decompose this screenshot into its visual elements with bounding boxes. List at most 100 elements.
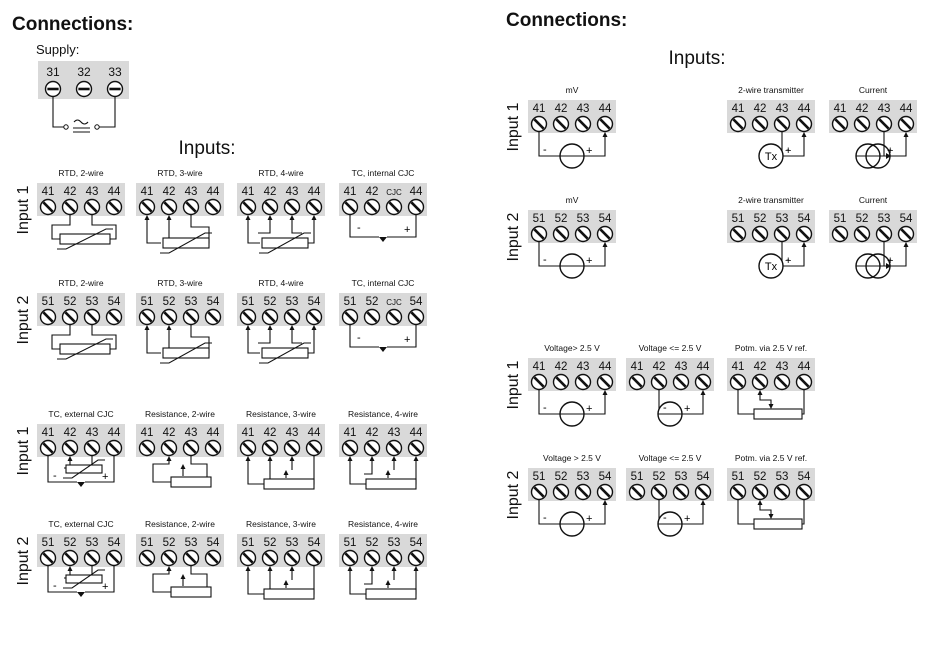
terminal-label: 43 [388, 427, 401, 439]
arrow-icon [903, 132, 909, 137]
block-title: Current [859, 85, 888, 95]
minus-sign: - [663, 512, 667, 524]
resistor-icon [170, 586, 212, 598]
terminal-label: 51 [344, 296, 357, 308]
terminal-label: 54 [697, 471, 710, 483]
rtd-diagonal [259, 342, 311, 364]
screw-terminal-icon [530, 373, 548, 391]
resistor-icon [170, 476, 212, 488]
screw-terminal-icon [239, 439, 257, 457]
terminal-label: 52 [64, 296, 77, 308]
arrow-icon [391, 566, 397, 571]
screw-terminal-icon [160, 439, 178, 457]
screw-terminal-icon [305, 198, 323, 216]
terminal-label: 52 [163, 537, 176, 549]
terminal-label: 53 [185, 296, 198, 308]
arrow-icon [757, 390, 763, 395]
screw-terminal-icon [83, 198, 101, 216]
arrow-icon [757, 500, 763, 505]
screw-terminal-icon [39, 308, 57, 326]
terminal-label: 44 [599, 103, 612, 115]
screw-terminal-icon [305, 549, 323, 567]
terminal-label: 41 [344, 427, 357, 439]
terminal-label: 43 [286, 427, 299, 439]
terminal-label: 44 [798, 103, 811, 115]
screw-terminal-icon [39, 198, 57, 216]
screw-terminal-icon [751, 373, 769, 391]
terminal-label: 53 [388, 537, 401, 549]
arrow-icon [289, 215, 295, 220]
screw-terminal-icon [574, 483, 592, 501]
screw-terminal-icon [552, 483, 570, 501]
transmitter-icon [758, 253, 784, 279]
minus-sign: - [888, 254, 892, 266]
block-title: TC, external CJC [48, 409, 113, 419]
minus-sign: - [357, 332, 361, 344]
wiper-arrow-icon [768, 404, 774, 409]
screw-terminal-icon [261, 439, 279, 457]
screw-terminal-icon [106, 80, 124, 98]
screw-terminal-icon [204, 308, 222, 326]
terminal-label: 52 [366, 537, 379, 549]
tc-junction-icon [77, 592, 85, 597]
terminal-label: 52 [264, 296, 277, 308]
block-title: 2-wire transmitter [738, 85, 804, 95]
terminal-label: 52 [264, 537, 277, 549]
terminal-label: 52 [754, 471, 767, 483]
screw-terminal-icon [44, 80, 62, 98]
minus-sign: - [53, 470, 57, 482]
resistor-icon [365, 588, 417, 600]
plus-sign: + [887, 255, 893, 267]
screw-terminal-icon [729, 483, 747, 501]
minus-sign: - [543, 402, 547, 414]
terminal-label: 51 [732, 471, 745, 483]
minus-sign: - [786, 254, 790, 266]
input-row-label: Input 1 [15, 426, 32, 475]
terminal-label: 53 [286, 296, 299, 308]
block-title: RTD, 2-wire [58, 168, 103, 178]
input-row-label: Input 2 [15, 295, 32, 344]
terminal-label: 41 [631, 361, 644, 373]
terminal-label: 53 [86, 537, 99, 549]
terminal-label: 51 [141, 296, 154, 308]
terminal-label: 42 [555, 361, 568, 373]
resistor-icon [263, 588, 315, 600]
terminal-label: 44 [697, 361, 710, 373]
screw-terminal-icon [138, 198, 156, 216]
terminal-label: 42 [64, 427, 77, 439]
terminal-label: 53 [776, 471, 789, 483]
terminal-label: 44 [798, 361, 811, 373]
screw-terminal-icon [729, 373, 747, 391]
screw-terminal-icon [160, 198, 178, 216]
terminal-label: 51 [141, 537, 154, 549]
terminal-label: 42 [555, 103, 568, 115]
arrow-icon [602, 390, 608, 395]
terminal-label: 32 [77, 65, 91, 79]
screw-terminal-icon [596, 225, 614, 243]
screw-terminal-icon [831, 225, 849, 243]
block-title: mV [566, 195, 579, 205]
terminal-label: 54 [108, 537, 121, 549]
screw-terminal-icon [875, 225, 893, 243]
terminal-label: 53 [185, 537, 198, 549]
screw-terminal-icon [204, 549, 222, 567]
screw-terminal-icon [574, 225, 592, 243]
minus-sign: - [543, 144, 547, 156]
input-row-label: Input 2 [505, 212, 522, 261]
terminal-label: 43 [577, 361, 590, 373]
screw-terminal-icon [363, 439, 381, 457]
screw-terminal-icon [341, 549, 359, 567]
plus-sign: + [586, 513, 592, 525]
screw-terminal-icon [530, 115, 548, 133]
arrow-icon [289, 566, 295, 571]
block-title: RTD, 3-wire [157, 168, 202, 178]
screw-terminal-icon [751, 483, 769, 501]
screw-terminal-icon [795, 373, 813, 391]
terminal-label: 43 [878, 103, 891, 115]
